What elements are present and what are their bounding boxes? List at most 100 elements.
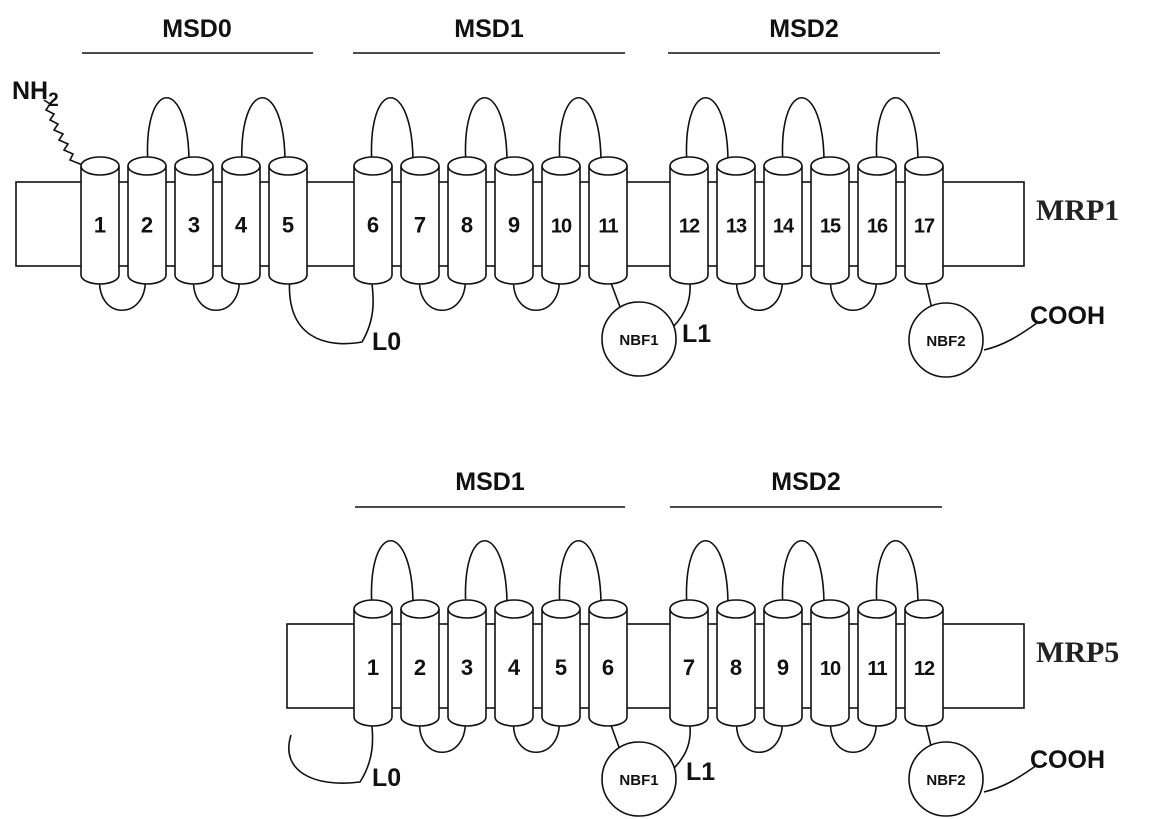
- loop-label-l1-mrp1: L1: [682, 320, 711, 348]
- helix-1-mrp1: 1: [81, 157, 119, 284]
- helix-10-mrp5: 10: [811, 600, 849, 726]
- helix-label: 12: [914, 658, 935, 680]
- loop-ext-1-2-mrp5: [371, 541, 413, 609]
- helix-label: 8: [461, 213, 473, 238]
- loop-label-l0-mrp1: L0: [372, 328, 401, 356]
- helix-top-cap: [858, 157, 896, 175]
- helix-top-cap: [175, 157, 213, 175]
- helix-top-cap: [589, 157, 627, 175]
- domain-label-msd2-mrp5: MSD2: [771, 468, 840, 496]
- helix-label: 14: [773, 216, 795, 238]
- helix-label: 3: [461, 655, 473, 680]
- helix-9-mrp5: 9: [764, 600, 802, 726]
- loop-ext-8-9: [465, 98, 507, 166]
- helix-3-mrp5: 3: [448, 600, 486, 726]
- nbf1-label-mrp5: NBF1: [619, 772, 658, 789]
- helix-6-mrp5: 6: [589, 600, 627, 726]
- helix-top-cap: [495, 157, 533, 175]
- helix-2-mrp5: 2: [401, 600, 439, 726]
- helix-label: 7: [414, 213, 426, 238]
- helix-label: 2: [141, 213, 153, 238]
- helix-16-mrp1: 16: [858, 157, 896, 284]
- helix-5-mrp5: 5: [542, 600, 580, 726]
- helix-label: 6: [367, 213, 379, 238]
- helix-top-cap: [401, 157, 439, 175]
- helix-top-cap: [448, 600, 486, 618]
- helix-label: 7: [683, 655, 695, 680]
- helix-top-cap: [811, 157, 849, 175]
- helix-label: 16: [867, 216, 888, 238]
- protein-label-mrp1: MRP1: [1036, 194, 1119, 227]
- helix-top-cap: [670, 600, 708, 618]
- helix-1-mrp5: 1: [354, 600, 392, 726]
- helix-label: 4: [508, 655, 521, 680]
- helix-label: 1: [367, 655, 379, 680]
- helix-4-mrp1: 4: [222, 157, 260, 284]
- nbf2-mrp5: NBF2: [909, 742, 983, 816]
- helix-top-cap: [401, 600, 439, 618]
- domain-label-msd1-mrp5: MSD1: [455, 468, 525, 496]
- helix-top-cap: [717, 157, 755, 175]
- loop-ext-7-8-mrp5: [686, 541, 728, 609]
- helix-top-cap: [542, 157, 580, 175]
- loop-ext-6-7: [371, 98, 413, 166]
- helix-11-mrp1: 11: [589, 157, 627, 284]
- helix-17-mrp1: 17: [905, 157, 943, 284]
- helix-12-mrp5: 12: [905, 600, 943, 726]
- helix-label: 9: [508, 213, 520, 238]
- helix-top-cap: [542, 600, 580, 618]
- loop-cyt-l0-mrp1: [289, 275, 373, 344]
- c-terminus-label-mrp5: COOH: [1030, 746, 1105, 774]
- extracellular-loops-mrp1: [147, 98, 918, 166]
- helix-top-cap: [222, 157, 260, 175]
- mrp1-panel: MSD0 MSD1 MSD2 NH2: [12, 15, 1119, 377]
- helix-14-mrp1: 14: [764, 157, 802, 284]
- helix-11-mrp5: 11: [858, 600, 896, 726]
- helix-top-cap: [717, 600, 755, 618]
- loop-label-l1-mrp5: L1: [686, 758, 715, 786]
- loop-ext-4-5: [242, 98, 285, 166]
- nbf1-label-mrp1: NBF1: [619, 332, 658, 349]
- helix-label: 2: [414, 655, 426, 680]
- helix-top-cap: [905, 157, 943, 175]
- helix-label: 9: [777, 655, 789, 680]
- nbf2-label-mrp1: NBF2: [926, 333, 965, 350]
- helix-10-mrp1: 10: [542, 157, 580, 284]
- helix-6-mrp1: 6: [354, 157, 392, 284]
- helix-9-mrp1: 9: [495, 157, 533, 284]
- helix-label: 1: [94, 213, 106, 238]
- cytoplasmic-loops-mrp1: [100, 275, 1037, 350]
- loop-ext-2-3: [147, 98, 189, 166]
- helix-top-cap: [495, 600, 533, 618]
- helix-8-mrp5: 8: [717, 600, 755, 726]
- helix-3-mrp1: 3: [175, 157, 213, 284]
- loop-ext-11-12-mrp5: [876, 541, 918, 609]
- loop-label-l0-mrp5: L0: [372, 764, 401, 792]
- loop-ext-12-13: [686, 98, 728, 166]
- domain-label-msd0: MSD0: [162, 15, 231, 43]
- helix-label: 6: [602, 655, 614, 680]
- helix-top-cap: [905, 600, 943, 618]
- helix-label: 13: [726, 216, 747, 238]
- helix-label: 15: [820, 216, 841, 238]
- loop-ext-10-11: [559, 98, 601, 166]
- nbf2-mrp1: NBF2: [909, 303, 983, 377]
- helix-label: 3: [188, 213, 200, 238]
- helix-label: 11: [867, 658, 887, 680]
- helix-top-cap: [589, 600, 627, 618]
- helix-top-cap: [670, 157, 708, 175]
- helix-label: 5: [282, 213, 294, 238]
- helix-top-cap: [811, 600, 849, 618]
- helix-top-cap: [81, 157, 119, 175]
- helix-8-mrp1: 8: [448, 157, 486, 284]
- helix-label: 11: [598, 216, 618, 238]
- loop-ext-14-15: [782, 98, 824, 166]
- c-terminus-label-mrp1: COOH: [1030, 302, 1105, 330]
- helix-label: 4: [235, 213, 248, 238]
- helix-15-mrp1: 15: [811, 157, 849, 284]
- helix-top-cap: [764, 157, 802, 175]
- helix-label: 5: [555, 655, 567, 680]
